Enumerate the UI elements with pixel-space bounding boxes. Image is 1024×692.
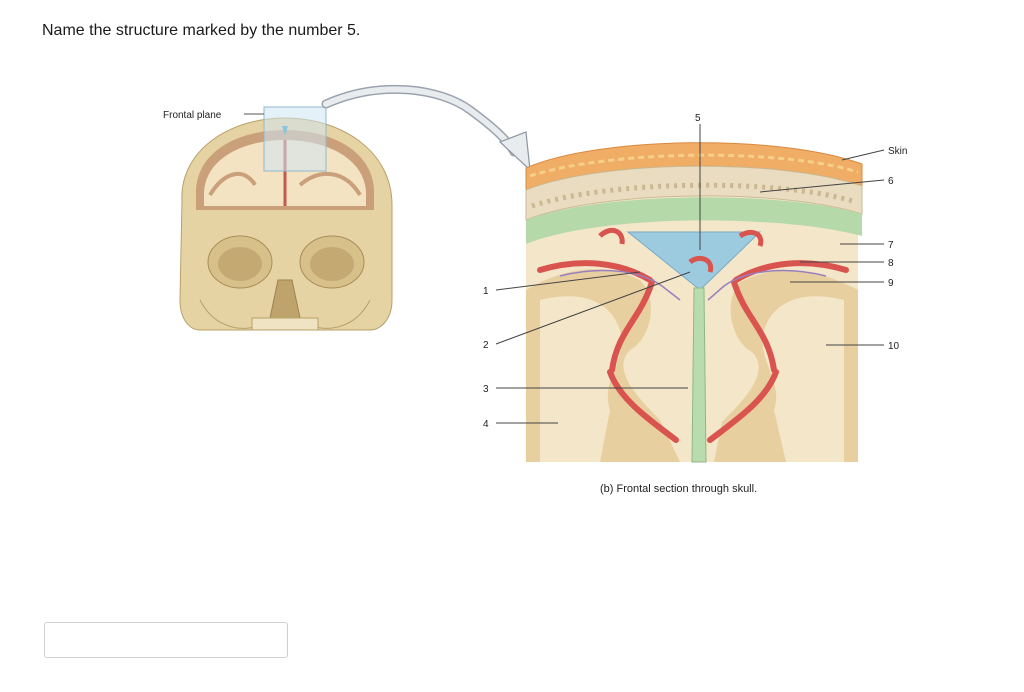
- label-1: 1: [483, 286, 489, 297]
- connector-arrow: [321, 84, 531, 172]
- frontal-section-illustration: [525, 142, 863, 463]
- question-text: Name the structure marked by the number …: [42, 22, 361, 39]
- answer-input[interactable]: [44, 622, 288, 658]
- label-3: 3: [483, 384, 489, 395]
- label-2: 2: [483, 340, 489, 351]
- label-10: 10: [888, 341, 900, 352]
- label-4: 4: [483, 419, 489, 430]
- label-6: 6: [888, 176, 894, 187]
- label-7: 7: [888, 240, 894, 251]
- label-5: 5: [695, 113, 701, 124]
- frontal-plane-label: Frontal plane: [163, 110, 222, 121]
- skull-illustration: [179, 106, 393, 331]
- label-skin: Skin: [888, 146, 907, 157]
- figure-caption: (b) Frontal section through skull.: [600, 483, 757, 495]
- label-9: 9: [888, 278, 894, 289]
- leader-lines: [495, 124, 885, 424]
- label-8: 8: [888, 258, 894, 269]
